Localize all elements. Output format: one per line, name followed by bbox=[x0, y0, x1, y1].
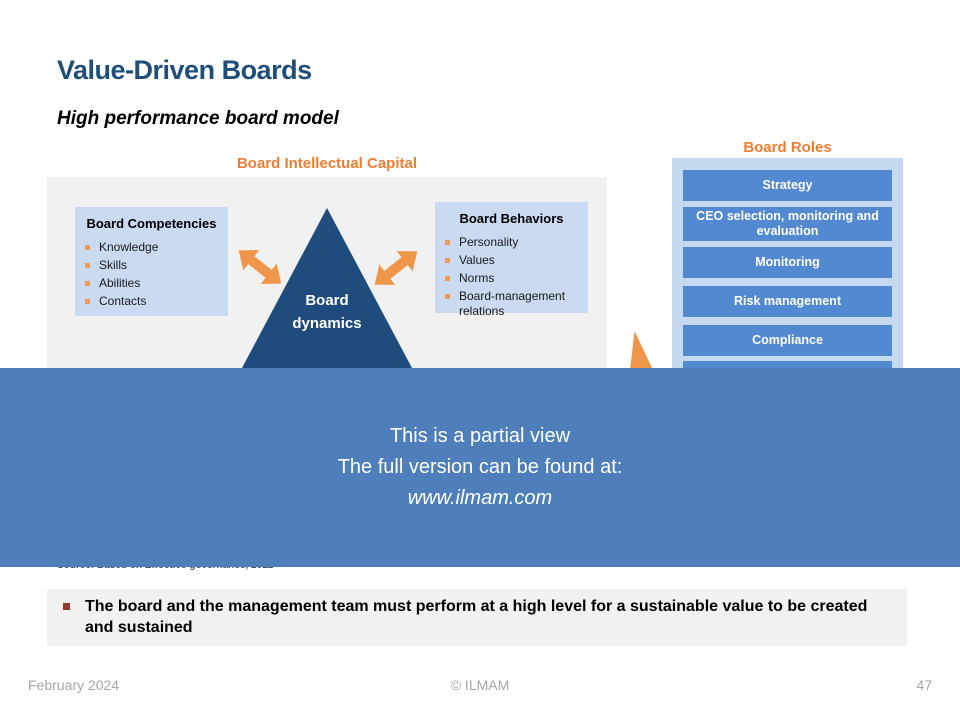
square-bullet-icon bbox=[85, 245, 90, 250]
square-bullet-icon bbox=[63, 603, 70, 610]
intellectual-capital-heading: Board Intellectual Capital bbox=[236, 155, 418, 172]
list-item-label: Board-management relations bbox=[459, 289, 566, 318]
list-item: Personality bbox=[445, 235, 588, 250]
board-dynamics-label: dynamics bbox=[292, 315, 362, 332]
list-item-label: Contacts bbox=[99, 294, 147, 308]
takeaway-text: The board and the management team must p… bbox=[85, 598, 868, 636]
overlay-line-2: The full version can be found at: bbox=[337, 456, 623, 478]
list-item-label: Knowledge bbox=[99, 240, 159, 254]
board-behaviors-list: Personality Values Norms Board-managemen… bbox=[445, 235, 588, 319]
board-dynamics-label: Board bbox=[305, 292, 349, 309]
board-role-monitoring: Monitoring bbox=[683, 247, 892, 278]
list-item: Contacts bbox=[85, 294, 228, 309]
partial-view-overlay: This is a partial view The full version … bbox=[0, 368, 960, 567]
board-competencies-title: Board Competencies bbox=[86, 216, 217, 231]
board-behaviors-box: Board Behaviors Personality Values Norms… bbox=[435, 202, 588, 318]
list-item: Abilities bbox=[85, 276, 228, 291]
board-role-strategy: Strategy bbox=[683, 170, 892, 201]
double-arrow-icon bbox=[226, 235, 294, 299]
footer-page-number: 47 bbox=[916, 677, 932, 693]
square-bullet-icon bbox=[445, 240, 450, 245]
takeaway-box: The board and the management team must p… bbox=[47, 589, 907, 646]
overlay-website-link[interactable]: www.ilmam.com bbox=[407, 487, 553, 509]
square-bullet-icon bbox=[85, 281, 90, 286]
list-item: Board-management relations bbox=[445, 289, 588, 319]
list-item: Norms bbox=[445, 271, 588, 286]
footer-date: February 2024 bbox=[28, 677, 120, 693]
board-behaviors-title: Board Behaviors bbox=[459, 211, 564, 226]
list-item: Skills bbox=[85, 258, 228, 273]
square-bullet-icon bbox=[445, 258, 450, 263]
list-item-label: Values bbox=[459, 253, 495, 267]
square-bullet-icon bbox=[85, 263, 90, 268]
list-item-label: Abilities bbox=[99, 276, 141, 290]
list-item: Values bbox=[445, 253, 588, 268]
list-item-label: Skills bbox=[99, 258, 128, 272]
board-competencies-list: Knowledge Skills Abilities Contacts bbox=[85, 240, 228, 309]
board-roles-panel: Strategy CEO selection, monitoring and e… bbox=[672, 158, 903, 392]
overlay-line-1: This is a partial view bbox=[389, 425, 571, 447]
double-arrow-icon bbox=[362, 236, 430, 300]
square-bullet-icon bbox=[445, 276, 450, 281]
board-role-compliance: Compliance bbox=[683, 325, 892, 356]
list-item: Knowledge bbox=[85, 240, 228, 255]
square-bullet-icon bbox=[85, 299, 90, 304]
slide-subtitle: High performance board model bbox=[57, 108, 339, 129]
board-competencies-box: Board Competencies Knowledge Skills Abil… bbox=[75, 207, 228, 316]
board-roles-heading: Board Roles bbox=[743, 139, 832, 156]
board-role-risk-management: Risk management bbox=[683, 286, 892, 317]
page-title: Value-Driven Boards bbox=[57, 55, 312, 85]
list-item-label: Personality bbox=[459, 235, 519, 249]
square-bullet-icon bbox=[445, 294, 450, 299]
list-item-label: Norms bbox=[459, 271, 495, 285]
board-role-ceo-selection: CEO selection, monitoring and evaluation bbox=[683, 207, 892, 241]
orange-arrow-tip-icon bbox=[630, 331, 653, 370]
footer-copyright: © ILMAM bbox=[450, 677, 510, 693]
